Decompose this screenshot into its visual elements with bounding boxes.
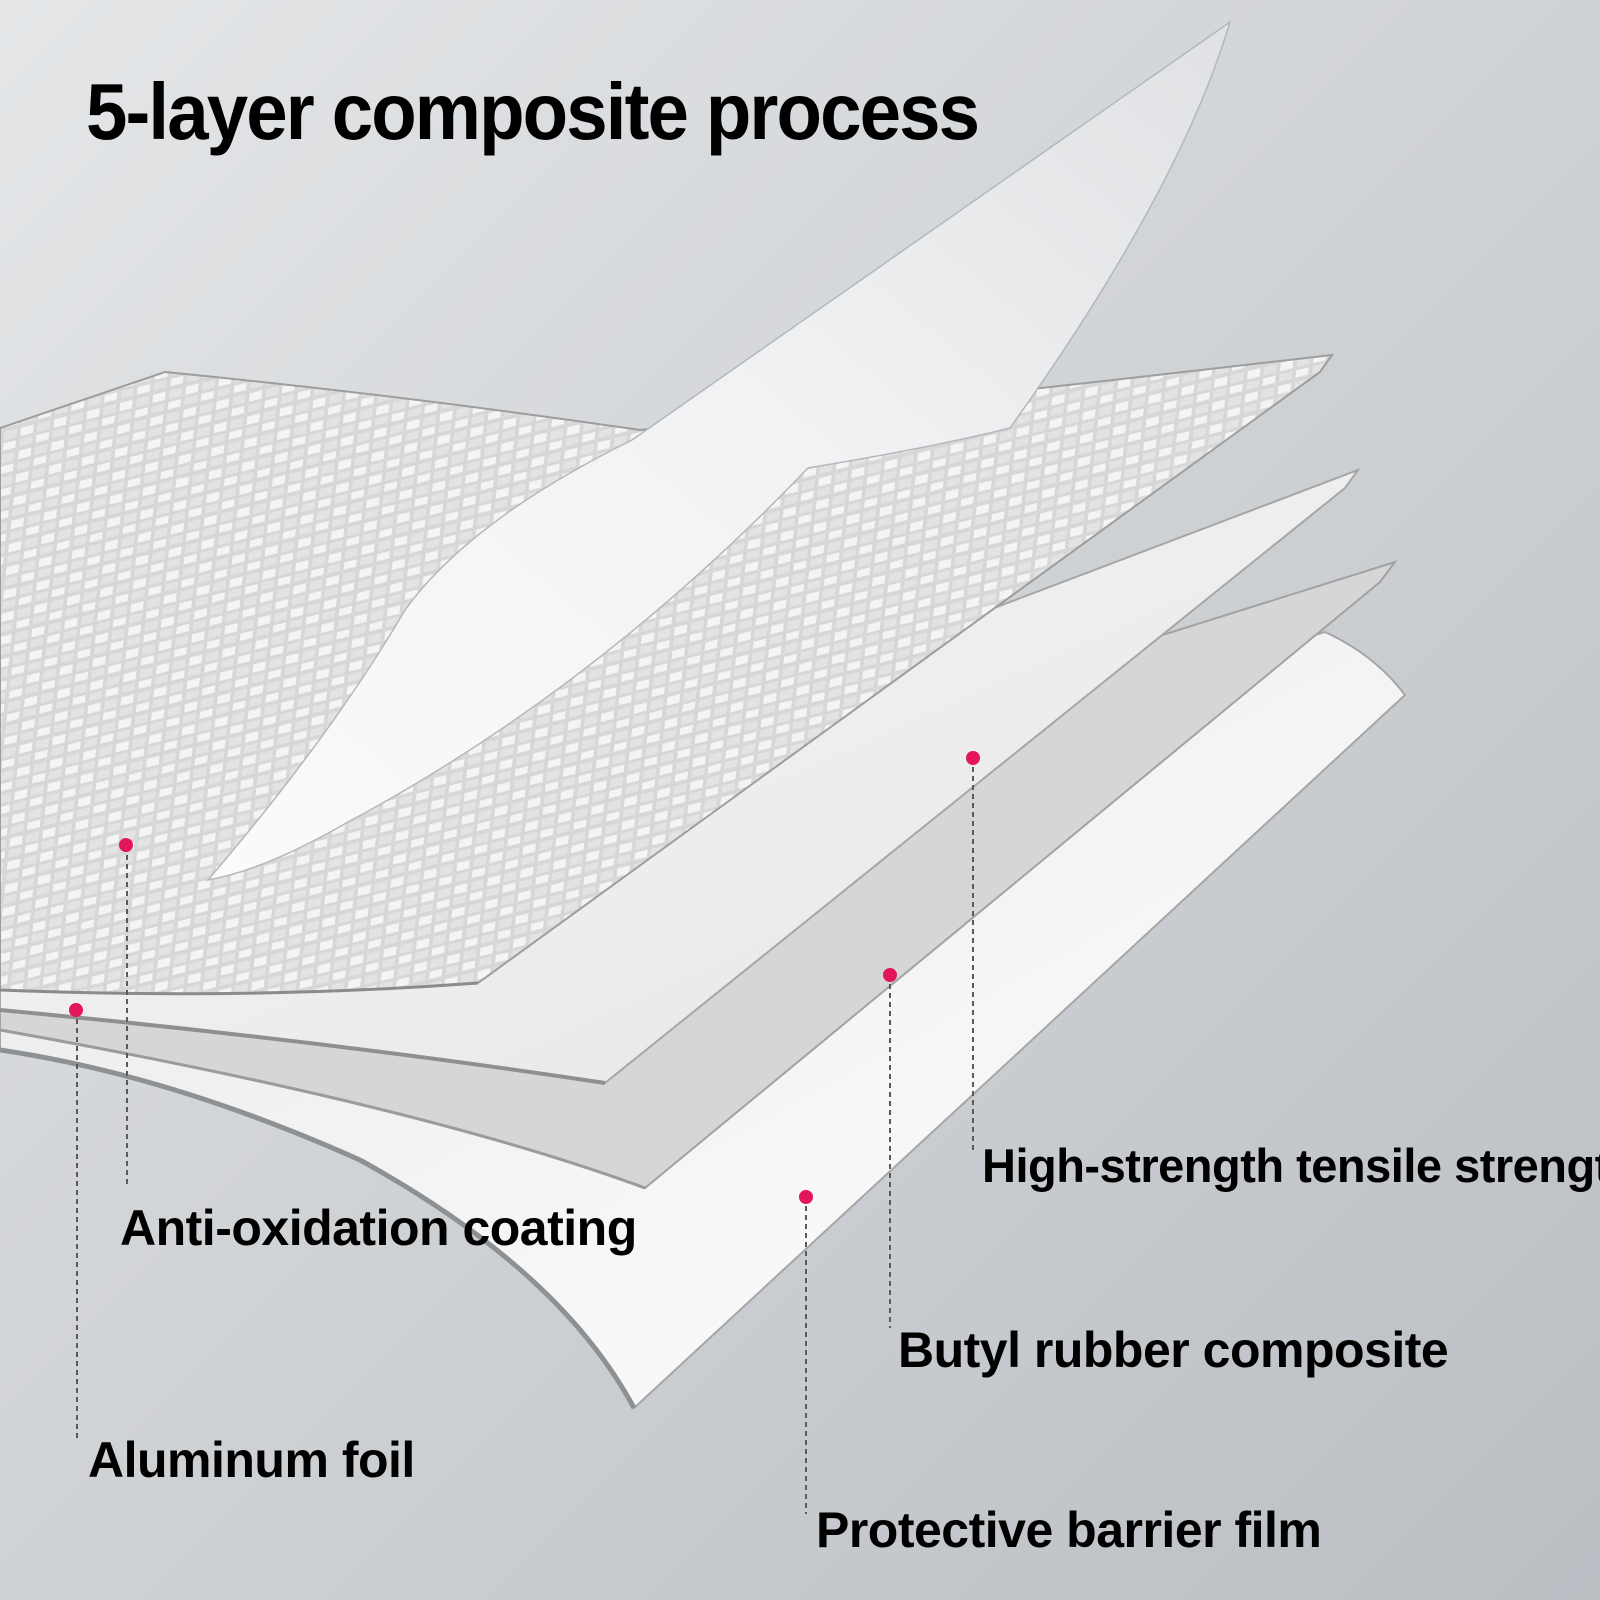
anti-oxidation-peel	[206, 20, 1232, 882]
label-anti-oxidation-coating: Anti-oxidation coating	[120, 1200, 637, 1256]
marker-coating	[119, 838, 133, 852]
marker-foil	[69, 1003, 83, 1017]
label-butyl-rubber-composite: Butyl rubber composite	[898, 1322, 1449, 1378]
marker-barrier	[799, 1190, 813, 1204]
label-high-strength-tensile: High-strength tensile strength	[982, 1139, 1600, 1192]
page-title: 5-layer composite process	[86, 67, 980, 156]
marker-tensile	[966, 751, 980, 765]
label-protective-barrier-film: Protective barrier film	[816, 1502, 1322, 1558]
marker-butyl	[883, 968, 897, 982]
label-aluminum-foil: Aluminum foil	[88, 1432, 415, 1488]
